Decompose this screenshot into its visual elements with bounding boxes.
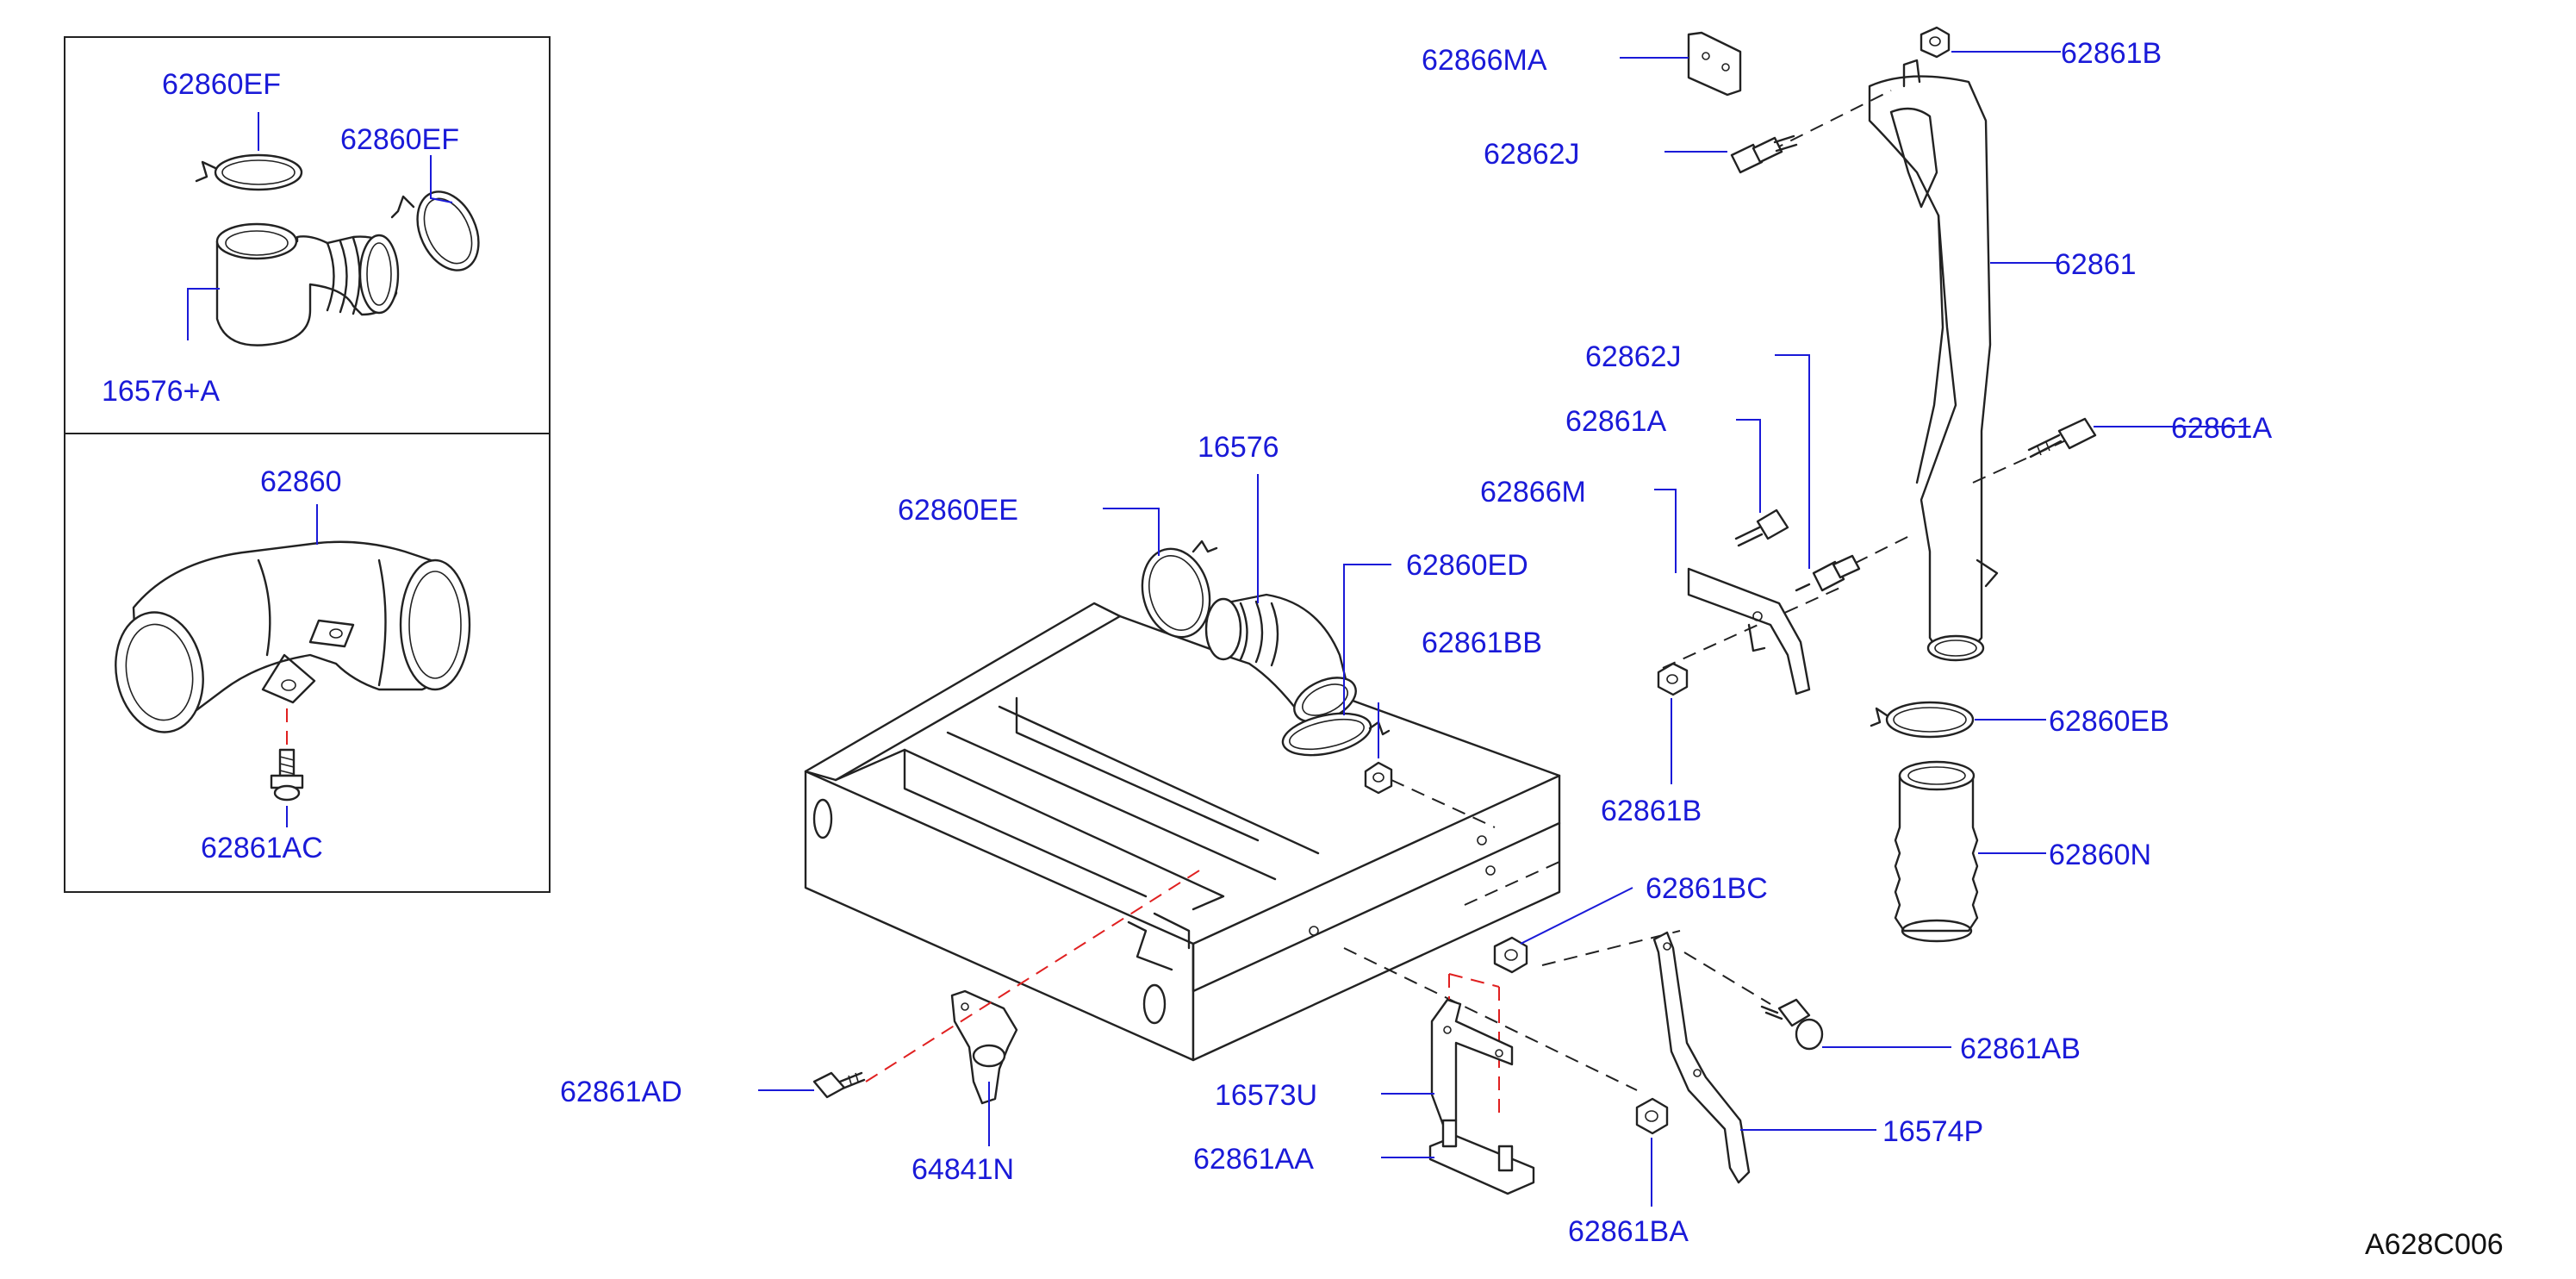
callout-64841n: 64841N: [912, 1153, 1014, 1186]
part-bracket-62866ma: [1687, 31, 1742, 97]
part-clamp-62860ee: [1141, 540, 1218, 639]
callout-62861a-b: 62861A: [2171, 412, 2273, 445]
part-bracket-64841n: [950, 989, 1018, 1105]
part-bolt-62861ad: [812, 1071, 866, 1099]
part-bracket-16573u: [1430, 998, 1514, 1126]
part-grommet-62862j-mid: [1795, 554, 1861, 592]
part-clamp-62860eb: [1870, 701, 1975, 739]
part-elbow-duct-16576a: [215, 222, 400, 346]
callout-16574p: 16574P: [1882, 1115, 1983, 1148]
callout-62861a-a: 62861A: [1565, 405, 1667, 438]
part-clamp-62860ef-a: [195, 153, 303, 191]
callout-62862j-a: 62862J: [1484, 138, 1580, 171]
part-grommet-62862j-top: [1730, 134, 1798, 174]
callout-62860: 62860: [260, 465, 342, 498]
part-bellows-62860n: [1894, 760, 1979, 943]
callout-62860ef-b: 62860EF: [340, 123, 459, 156]
part-bracket-62866m: [1687, 567, 1811, 696]
callout-62860ee: 62860EE: [898, 494, 1018, 527]
part-clamp-62860ed: [1281, 712, 1391, 757]
callout-16576a: 16576+A: [102, 375, 220, 408]
part-bolt-62861a-left: [1734, 508, 1789, 547]
callout-16576: 16576: [1198, 431, 1279, 464]
leader-lines: [187, 51, 2250, 1207]
callout-62861b-a: 62861B: [2061, 37, 2162, 70]
callout-62866ma: 62866MA: [1422, 44, 1547, 77]
callout-62861ba: 62861BA: [1568, 1215, 1689, 1248]
callout-62860ef-a: 62860EF: [162, 68, 281, 101]
callout-62866m: 62866M: [1480, 476, 1586, 508]
callout-62862j-b: 62862J: [1585, 340, 1682, 373]
part-nut-62861ba: [1635, 1097, 1669, 1135]
part-nut-62861bc: [1493, 936, 1528, 974]
part-radiator-frame: [804, 602, 1561, 1062]
part-clamp-62860ef-b: [390, 190, 480, 271]
part-bolt-62861ac: [270, 748, 304, 802]
callout-62860n: 62860N: [2049, 839, 2151, 871]
callout-62861: 62861: [2055, 248, 2137, 281]
callout-62861aa: 62861AA: [1193, 1143, 1314, 1176]
part-hose-16576: [1204, 593, 1357, 723]
part-duct-62860: [115, 540, 471, 733]
callout-16573u: 16573U: [1215, 1079, 1317, 1112]
callout-62861bc: 62861BC: [1646, 872, 1768, 905]
part-bracket-16574p: [1652, 931, 1751, 1184]
inset-box-bottom: [64, 433, 551, 893]
callout-62861ac: 62861AC: [201, 832, 323, 864]
callout-62861ab: 62861AB: [1960, 1033, 2081, 1065]
part-nut-62861b-mid: [1657, 662, 1689, 696]
part-duct-62861: [1868, 59, 1999, 662]
diagram-reference-code: A628C006: [2365, 1228, 2504, 1261]
callout-62861ad: 62861AD: [560, 1076, 682, 1108]
callout-62860ed: 62860ED: [1406, 549, 1528, 582]
part-nut-62861bb: [1364, 761, 1393, 795]
part-nut-62861b-top: [1920, 26, 1951, 59]
part-bolt-62861ab: [1760, 998, 1824, 1051]
part-mount-62861aa: [1428, 1119, 1535, 1195]
callout-62861bb: 62861BB: [1422, 627, 1542, 659]
part-bolt-62861a-right: [2027, 417, 2097, 459]
callout-62861b-b: 62861B: [1601, 795, 1702, 827]
callout-62860eb: 62860EB: [2049, 705, 2169, 738]
